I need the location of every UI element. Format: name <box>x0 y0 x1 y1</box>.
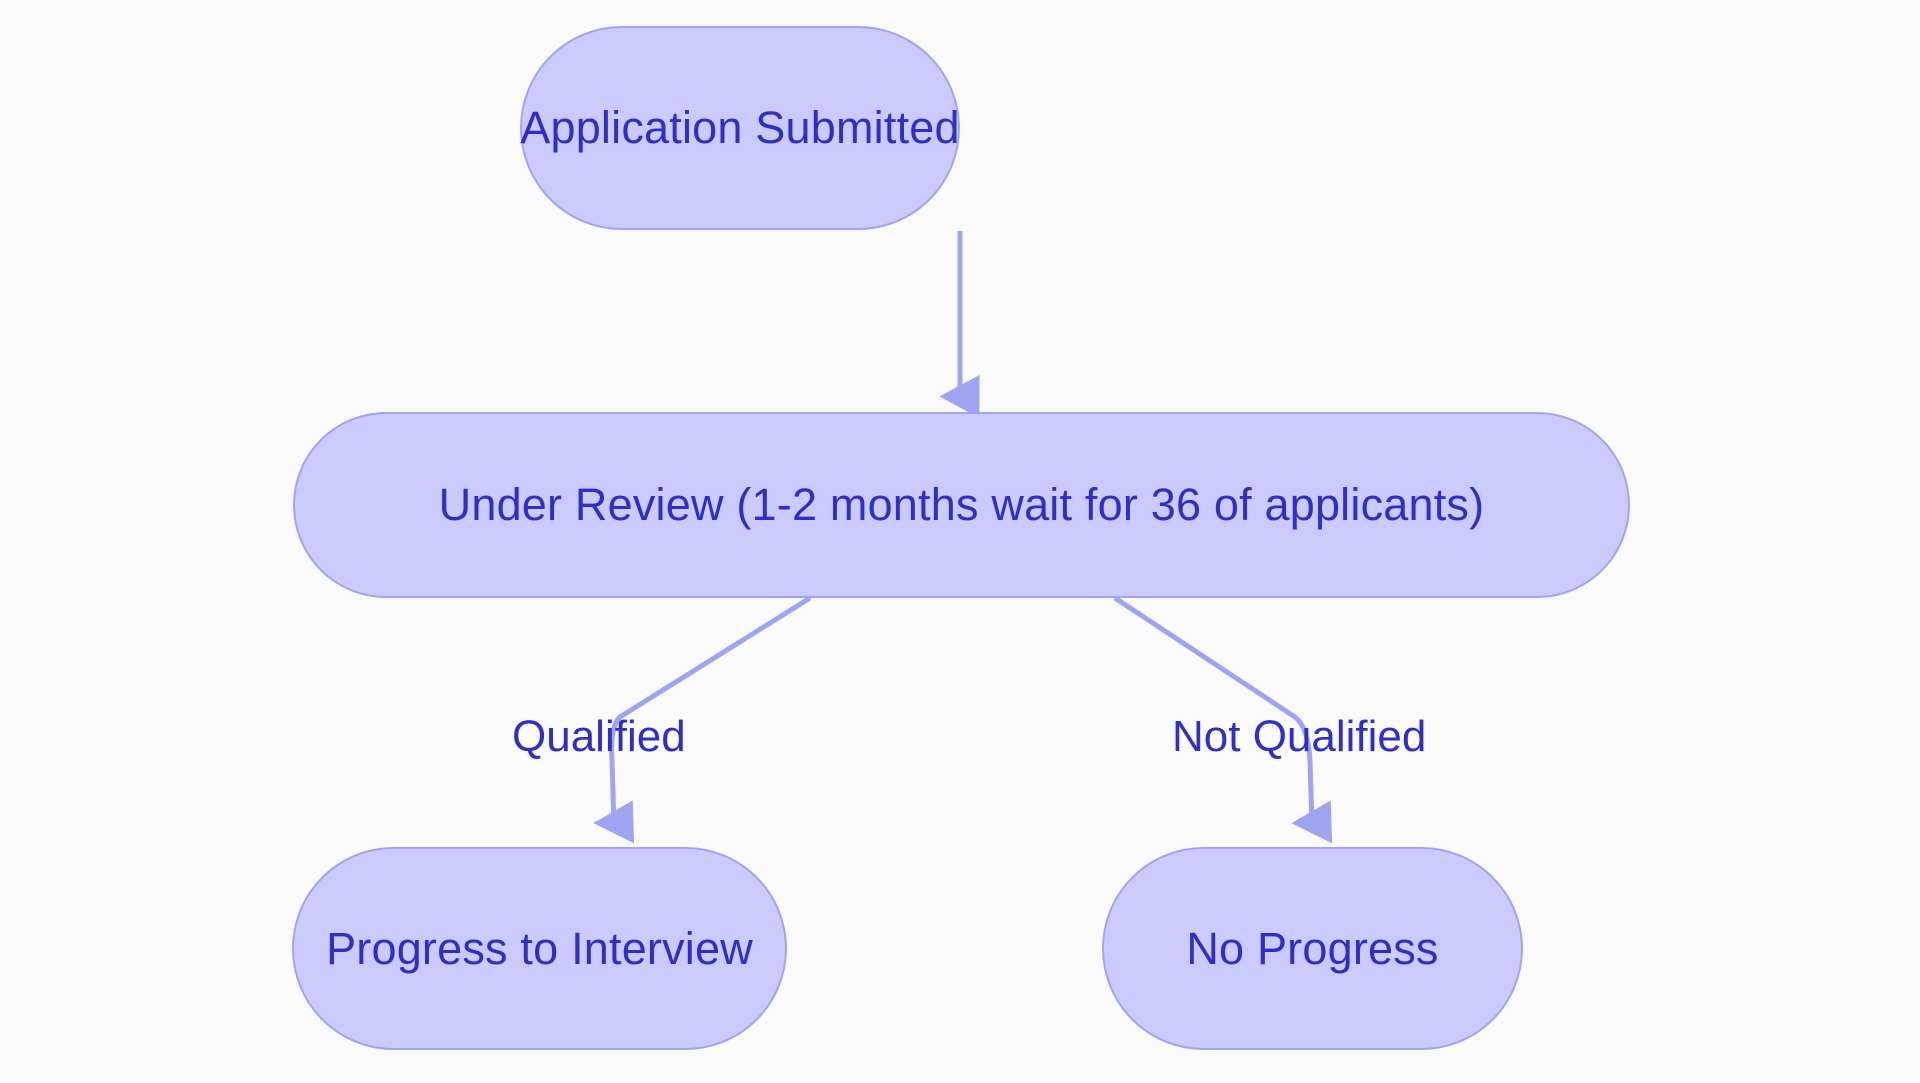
edge-review-to-no-progress <box>1113 595 1333 844</box>
node-label: Progress to Interview <box>326 922 753 974</box>
node-application-submitted[interactable]: Application Submitted <box>520 26 960 230</box>
edge-label-not-qualified: Not Qualified <box>1172 712 1427 761</box>
node-no-progress[interactable]: No Progress <box>1102 847 1523 1050</box>
node-progress-to-interview[interactable]: Progress to Interview <box>292 847 787 1050</box>
node-label: Under Review (1-2 months wait for 36 of … <box>438 479 1485 530</box>
node-under-review[interactable]: Under Review (1-2 months wait for 36 of … <box>293 412 1630 598</box>
edge-label-qualified: Qualified <box>512 712 686 761</box>
node-label: No Progress <box>1186 922 1439 974</box>
node-label: Application Submitted <box>520 102 960 153</box>
edge-review-to-interview <box>593 595 812 844</box>
